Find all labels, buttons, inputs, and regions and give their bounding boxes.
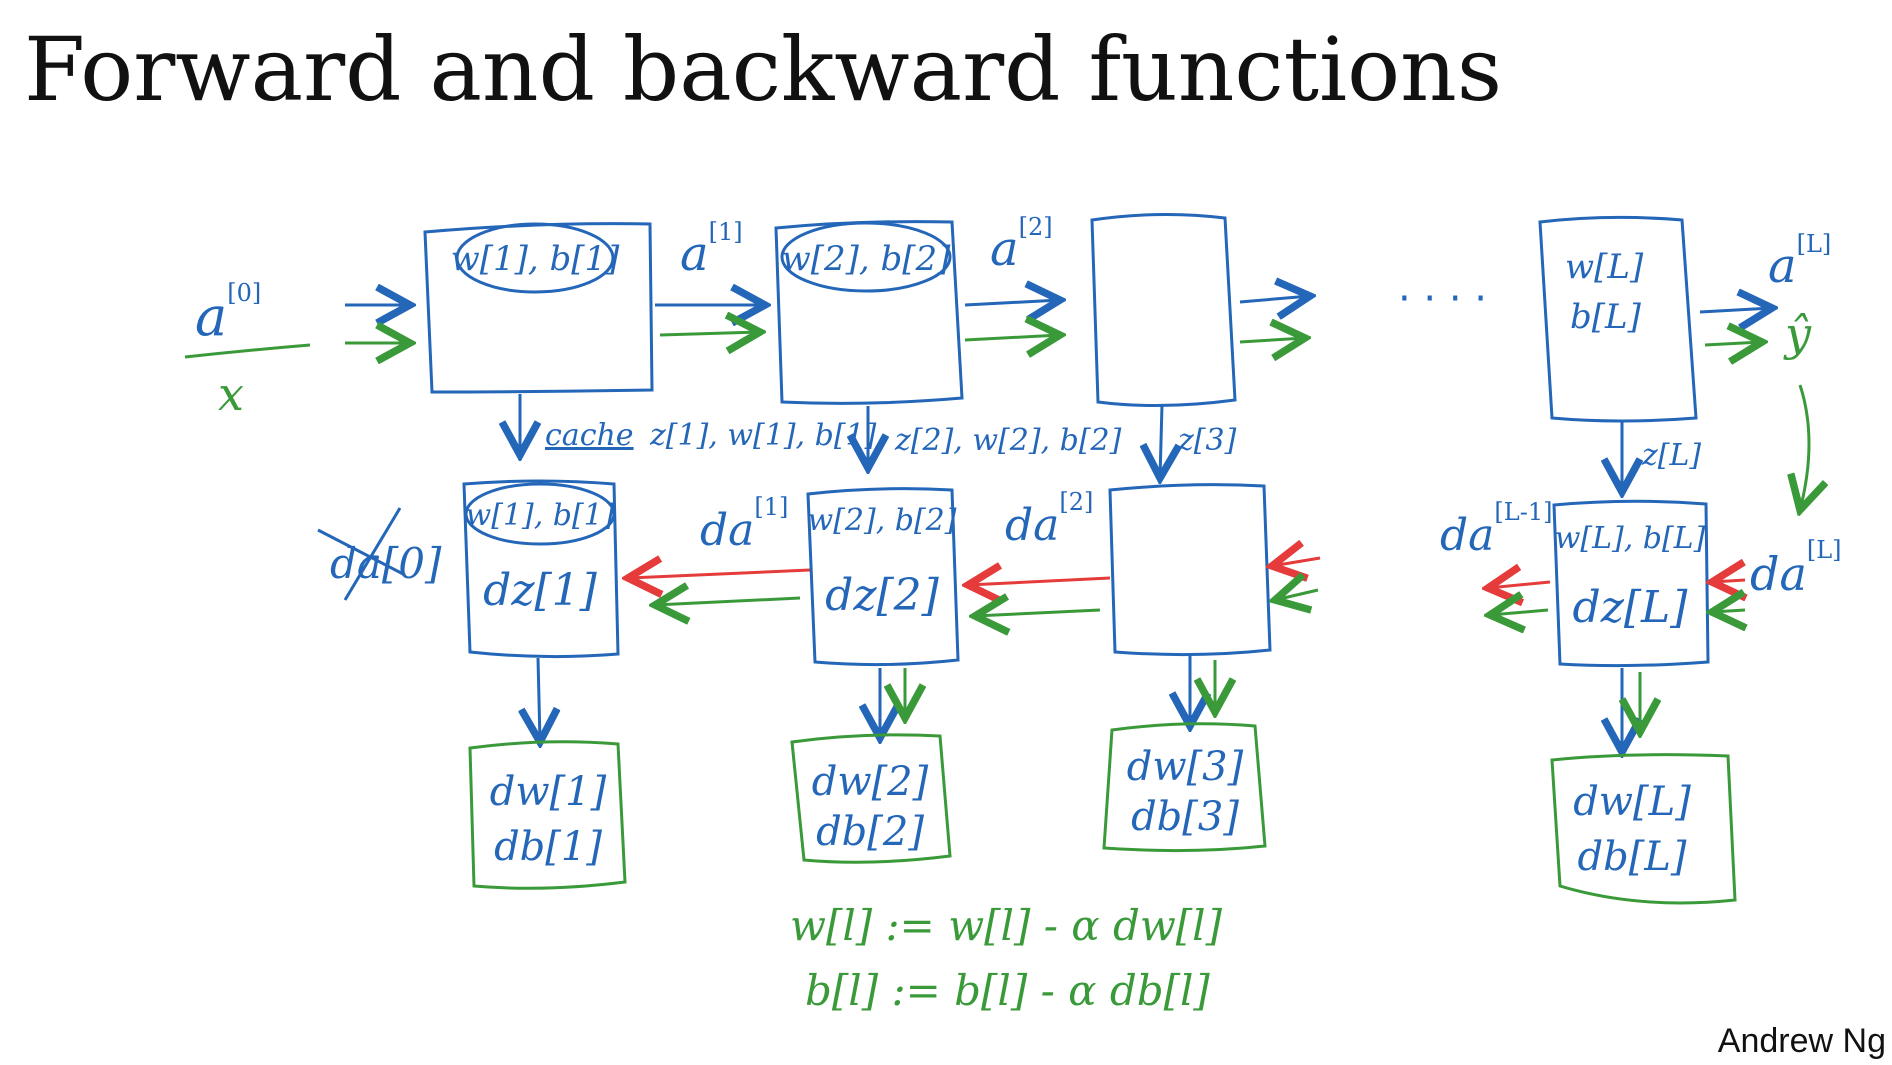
grads-box-2: [790, 733, 952, 864]
forward-arrow-L: [1699, 308, 1772, 312]
backward-layer-1: w[1], b[1] dz[1]: [462, 479, 620, 659]
params-ellipse-1: [455, 222, 615, 294]
backward-arrow-2-red: [968, 578, 1111, 585]
params-label-2: w[2], b[2]: [782, 239, 952, 279]
db3-label: db[3]: [1131, 794, 1239, 840]
grads-layer-3: dw[3] db[3]: [1102, 722, 1267, 853]
forward-arrow-2: [964, 300, 1060, 305]
grads-layer-2: dw[2] db[2]: [790, 733, 952, 864]
grads-layer-1: dw[1] db[1]: [468, 740, 627, 890]
update-rule-b: b[l] := b[l] - α db[l]: [805, 966, 1210, 1015]
dw3-label: dw[3]: [1127, 744, 1244, 790]
dw2-label: dw[2]: [812, 759, 929, 805]
dw1-label: dw[1]: [490, 769, 607, 815]
backward-block-3: [1108, 483, 1272, 657]
cache-items-3: z[3]: [1177, 423, 1237, 458]
grads-box-1: [468, 740, 627, 890]
params-label-L-w: w[L]: [1565, 247, 1644, 287]
backward-params-label-L: w[L], b[L]: [1555, 521, 1706, 556]
backward-block-1: [462, 479, 620, 659]
db2-label: db[2]: [816, 809, 924, 855]
backward-arrow-3-green: [1275, 590, 1319, 600]
backward-params-label-1: w[1], b[1]: [466, 498, 615, 533]
grads-box-3: [1102, 722, 1267, 853]
params-label-L-b: b[L]: [1570, 297, 1642, 337]
params-ellipse-2: [780, 221, 952, 293]
cache-group: cache z[1], w[1], b[1] z[2], w[2], b[2] …: [520, 394, 1701, 492]
backward-params-ellipse-1: [464, 482, 616, 546]
params-label-1: w[1], b[1]: [451, 239, 621, 279]
backward-layer-L: w[L], b[L] dz[L]: [1552, 499, 1710, 668]
backward-input-arrow-green: [1712, 610, 1745, 612]
backward-arrow-1-red: [628, 570, 811, 578]
cache-items-1: z[1], w[1], b[1]: [649, 418, 877, 453]
backward-block-2: [806, 487, 960, 667]
input-a0-label: a[0]: [195, 279, 261, 348]
dwL-label: dw[L]: [1573, 779, 1691, 825]
backward-params-label-2: w[2], b[2]: [808, 503, 957, 538]
cache-arrow-3: [1160, 404, 1162, 478]
backward-block-L: [1552, 499, 1710, 668]
grads-box-L: [1550, 753, 1737, 905]
da2-label: da[2]: [1005, 488, 1093, 551]
grad-arrow-1: [538, 657, 540, 742]
dbL-label: db[L]: [1578, 834, 1687, 880]
dzL-label: dz[L]: [1573, 582, 1689, 633]
forward-arrow-L-green: [1704, 342, 1762, 345]
forward-arrow-1-green: [659, 332, 760, 335]
slide-title: Forward and backward functions: [24, 18, 1502, 121]
activation-aL-label: a[L]: [1768, 230, 1831, 294]
forward-arrow-3-green: [1239, 338, 1305, 342]
da0-strike-2: [343, 507, 402, 601]
db1-label: db[1]: [494, 824, 602, 870]
backward-arrow-3-red: [1272, 558, 1321, 566]
forward-arrow-2-green: [964, 335, 1060, 340]
forward-block-3: [1090, 212, 1237, 408]
author-signature: Andrew Ng: [1717, 1022, 1886, 1060]
cache-items-2: z[2], w[2], b[2]: [894, 423, 1122, 458]
cache-items-L: z[L]: [1641, 438, 1701, 473]
backward-arrow-1-green: [655, 598, 801, 605]
layers-ellipsis: · · · ·: [1398, 276, 1487, 322]
daL-label: da[L]: [1750, 536, 1842, 601]
dz1-label: dz[1]: [483, 565, 598, 616]
grads-layer-L: dw[L] db[L]: [1550, 753, 1737, 905]
forward-layer-1: w[1], b[1]: [423, 222, 654, 394]
input-divider-line: [184, 343, 311, 359]
backward-da0: da[0]: [317, 507, 442, 601]
input-group: a[0] x: [184, 279, 410, 421]
daLm1-label: da[L-1]: [1440, 498, 1552, 561]
forward-layer-2: w[2], b[2]: [774, 220, 964, 405]
backward-arrow-L-green: [1490, 610, 1549, 615]
prediction-yhat-label: ŷ: [1783, 307, 1812, 361]
forward-arrow-3: [1239, 296, 1310, 302]
backward-input-arrow-red: [1712, 580, 1745, 582]
forward-block-L: [1538, 215, 1698, 423]
backward-arrow-L-red: [1488, 582, 1551, 588]
dz2-label: dz[2]: [825, 570, 940, 621]
backward-layer-2: w[2], b[2] dz[2]: [806, 487, 960, 667]
cache-label: cache: [545, 418, 634, 453]
da1-label: da[1]: [700, 493, 788, 556]
loss-turnaround-arrow: [1800, 384, 1809, 510]
activation-a1-label: a[1]: [680, 218, 743, 282]
activation-a2-label: a[2]: [990, 213, 1053, 277]
input-x-label: x: [218, 367, 244, 421]
da0-strike-1: [317, 528, 406, 577]
forward-layer-L: w[L] b[L]: [1538, 215, 1698, 423]
update-rule-w: w[l] := w[l] - α dw[l]: [790, 901, 1223, 950]
backward-arrow-2-green: [975, 610, 1101, 616]
forward-block-2: [774, 220, 964, 405]
